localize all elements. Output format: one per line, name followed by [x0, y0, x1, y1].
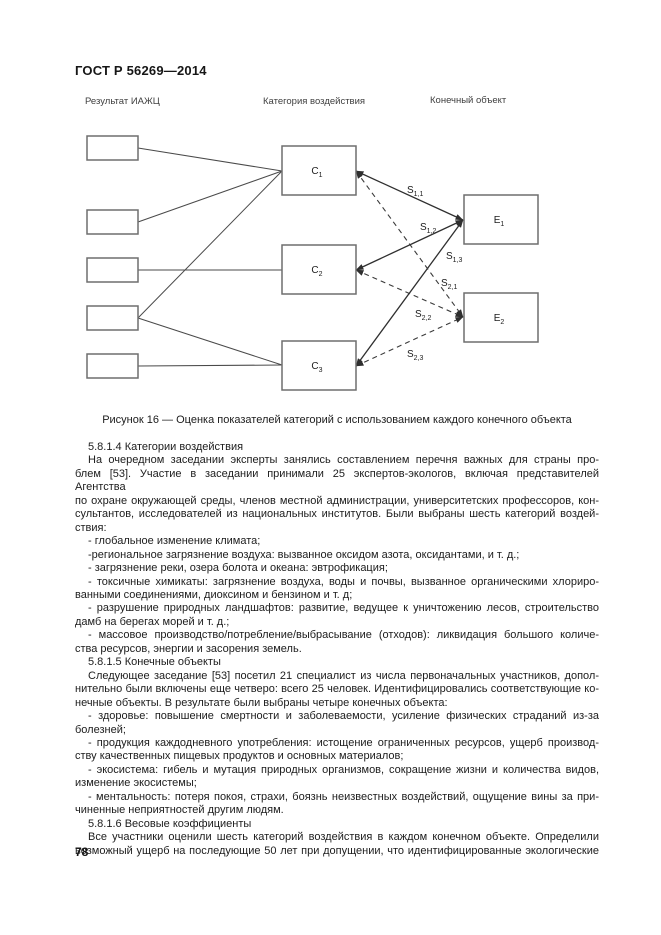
result-category-link [137, 170, 283, 319]
text-line: болезней; [75, 723, 126, 736]
section-heading: 5.8.1.5 Конечные объекты [88, 656, 221, 669]
text-line: блем [53]. Участие в заседании принимали… [75, 467, 599, 494]
result-category-link [137, 170, 283, 223]
paragraph: - токсичные химикаты: загрязнение воздух… [75, 576, 599, 603]
endpoint-box-label: E2 [494, 313, 505, 326]
paragraph: - глобальное изменение климата; [75, 535, 599, 548]
result-box [86, 257, 139, 283]
score-label: S2,1 [441, 278, 458, 291]
column-label: Результат ИАЖЦ [85, 96, 160, 107]
paragraph: - массовое производство/потребление/выбр… [75, 629, 599, 656]
category-box [281, 145, 357, 196]
document-title: ГОСТ Р 56269—2014 [75, 63, 207, 78]
text-line: по охране окружающей среды, членов местн… [75, 494, 599, 507]
score-label: S1,3 [446, 251, 463, 264]
score-link-dashed [355, 316, 464, 367]
column-label: Конечный объект [430, 95, 507, 106]
result-box [86, 209, 139, 235]
category-box-label: C2 [311, 265, 322, 278]
figure-diagram: Результат ИАЖЦ Категория воздействия Конеч… [85, 95, 539, 391]
result-box [86, 135, 139, 161]
text-line: нительно были включены еще четверо: всег… [75, 683, 599, 696]
result-category-link [137, 364, 283, 367]
result-category-link [137, 147, 283, 172]
column-label: Категория воздействия [263, 96, 365, 107]
text-line: - разрушение природных ландшафтов: разви… [88, 602, 599, 615]
text-line: - экосистема: гибель и мутация природных… [88, 763, 599, 776]
paragraph: - ментальность: потеря покоя, страхи, бо… [75, 791, 599, 818]
result-box [86, 353, 139, 379]
paragraph: - здоровье: повышение смертности и забол… [75, 710, 599, 737]
paragraph: Следующее заседание [53] посетил 21 спец… [75, 670, 599, 710]
text-line: - глобальное изменение климата; [88, 535, 261, 548]
text-line: ству качественных пищевых продуктов и ос… [75, 750, 404, 763]
text-line: - массовое производство/потребление/выбр… [88, 629, 599, 642]
paragraph: На очередном заседании эксперты занялись… [75, 454, 599, 535]
endpoint-box [463, 292, 539, 343]
figure-caption: Рисунок 16 — Оценка показателей категори… [102, 414, 572, 426]
category-box [281, 340, 357, 391]
text-line: Все участники оценили шесть категорий во… [88, 831, 599, 844]
score-label: S2,2 [415, 309, 432, 322]
paragraph: - разрушение природных ландшафтов: разви… [75, 602, 599, 629]
text-line: возможный ущерб на последующие 50 лет пр… [75, 844, 599, 857]
text-line: - ментальность: потеря покоя, страхи, бо… [88, 790, 599, 803]
endpoint-box-label: E1 [494, 215, 505, 228]
text-line: ства ресурсов, энергии и засорения земел… [75, 642, 302, 655]
score-label: S1,2 [420, 222, 437, 235]
score-link-solid [355, 219, 464, 271]
category-box-label: C1 [311, 166, 322, 179]
text-line: нечные объекты. В результате были выбран… [75, 696, 448, 709]
paragraph: - загрязнение реки, озера болота и океан… [75, 562, 599, 575]
text-line: чиненные неприятностей другим людям. [75, 804, 284, 817]
section-heading: 5.8.1.4 Категории воздействия [88, 441, 244, 453]
text-line: изменение экосистемы; [75, 777, 197, 790]
text-line: -региональное загрязнение воздуха: вызва… [88, 548, 520, 561]
paragraph: -региональное загрязнение воздуха: вызва… [75, 549, 599, 562]
score-link-dashed [355, 170, 464, 318]
text-line: - токсичные химикаты: загрязнение воздух… [88, 575, 599, 588]
score-link-dashed [355, 269, 464, 318]
section-heading: 5.8.1.6 Весовые коэффициенты [88, 817, 252, 830]
score-label: S2,3 [407, 349, 424, 362]
category-box-label: C3 [311, 361, 322, 374]
text-line: Следующее заседание [53] посетил 21 спец… [88, 669, 599, 682]
text-line: - здоровье: повышение смертности и забол… [88, 710, 599, 723]
text-line: - продукция каждодневного употребления: … [88, 736, 599, 749]
text-line: ванными соединениями, диоксином и бензин… [75, 588, 353, 601]
paragraph: - экосистема: гибель и мутация природных… [75, 764, 599, 791]
text-line: На очередном заседании эксперты занялись… [88, 454, 599, 467]
result-category-link [137, 317, 283, 366]
text-line: - загрязнение реки, озера болота и океан… [88, 562, 388, 575]
text-line: дамб на берегах морей и т. д.; [75, 615, 230, 628]
result-box [86, 305, 139, 331]
text-line: сультантов, исследователей из национальн… [75, 508, 599, 521]
paragraph: - продукция каждодневного употребления: … [75, 737, 599, 764]
paragraph: Все участники оценили шесть категорий во… [75, 831, 599, 858]
text-line: ствия: [75, 521, 107, 534]
category-box [281, 244, 357, 295]
page-number: 78 [75, 845, 89, 859]
endpoint-box [463, 194, 539, 245]
